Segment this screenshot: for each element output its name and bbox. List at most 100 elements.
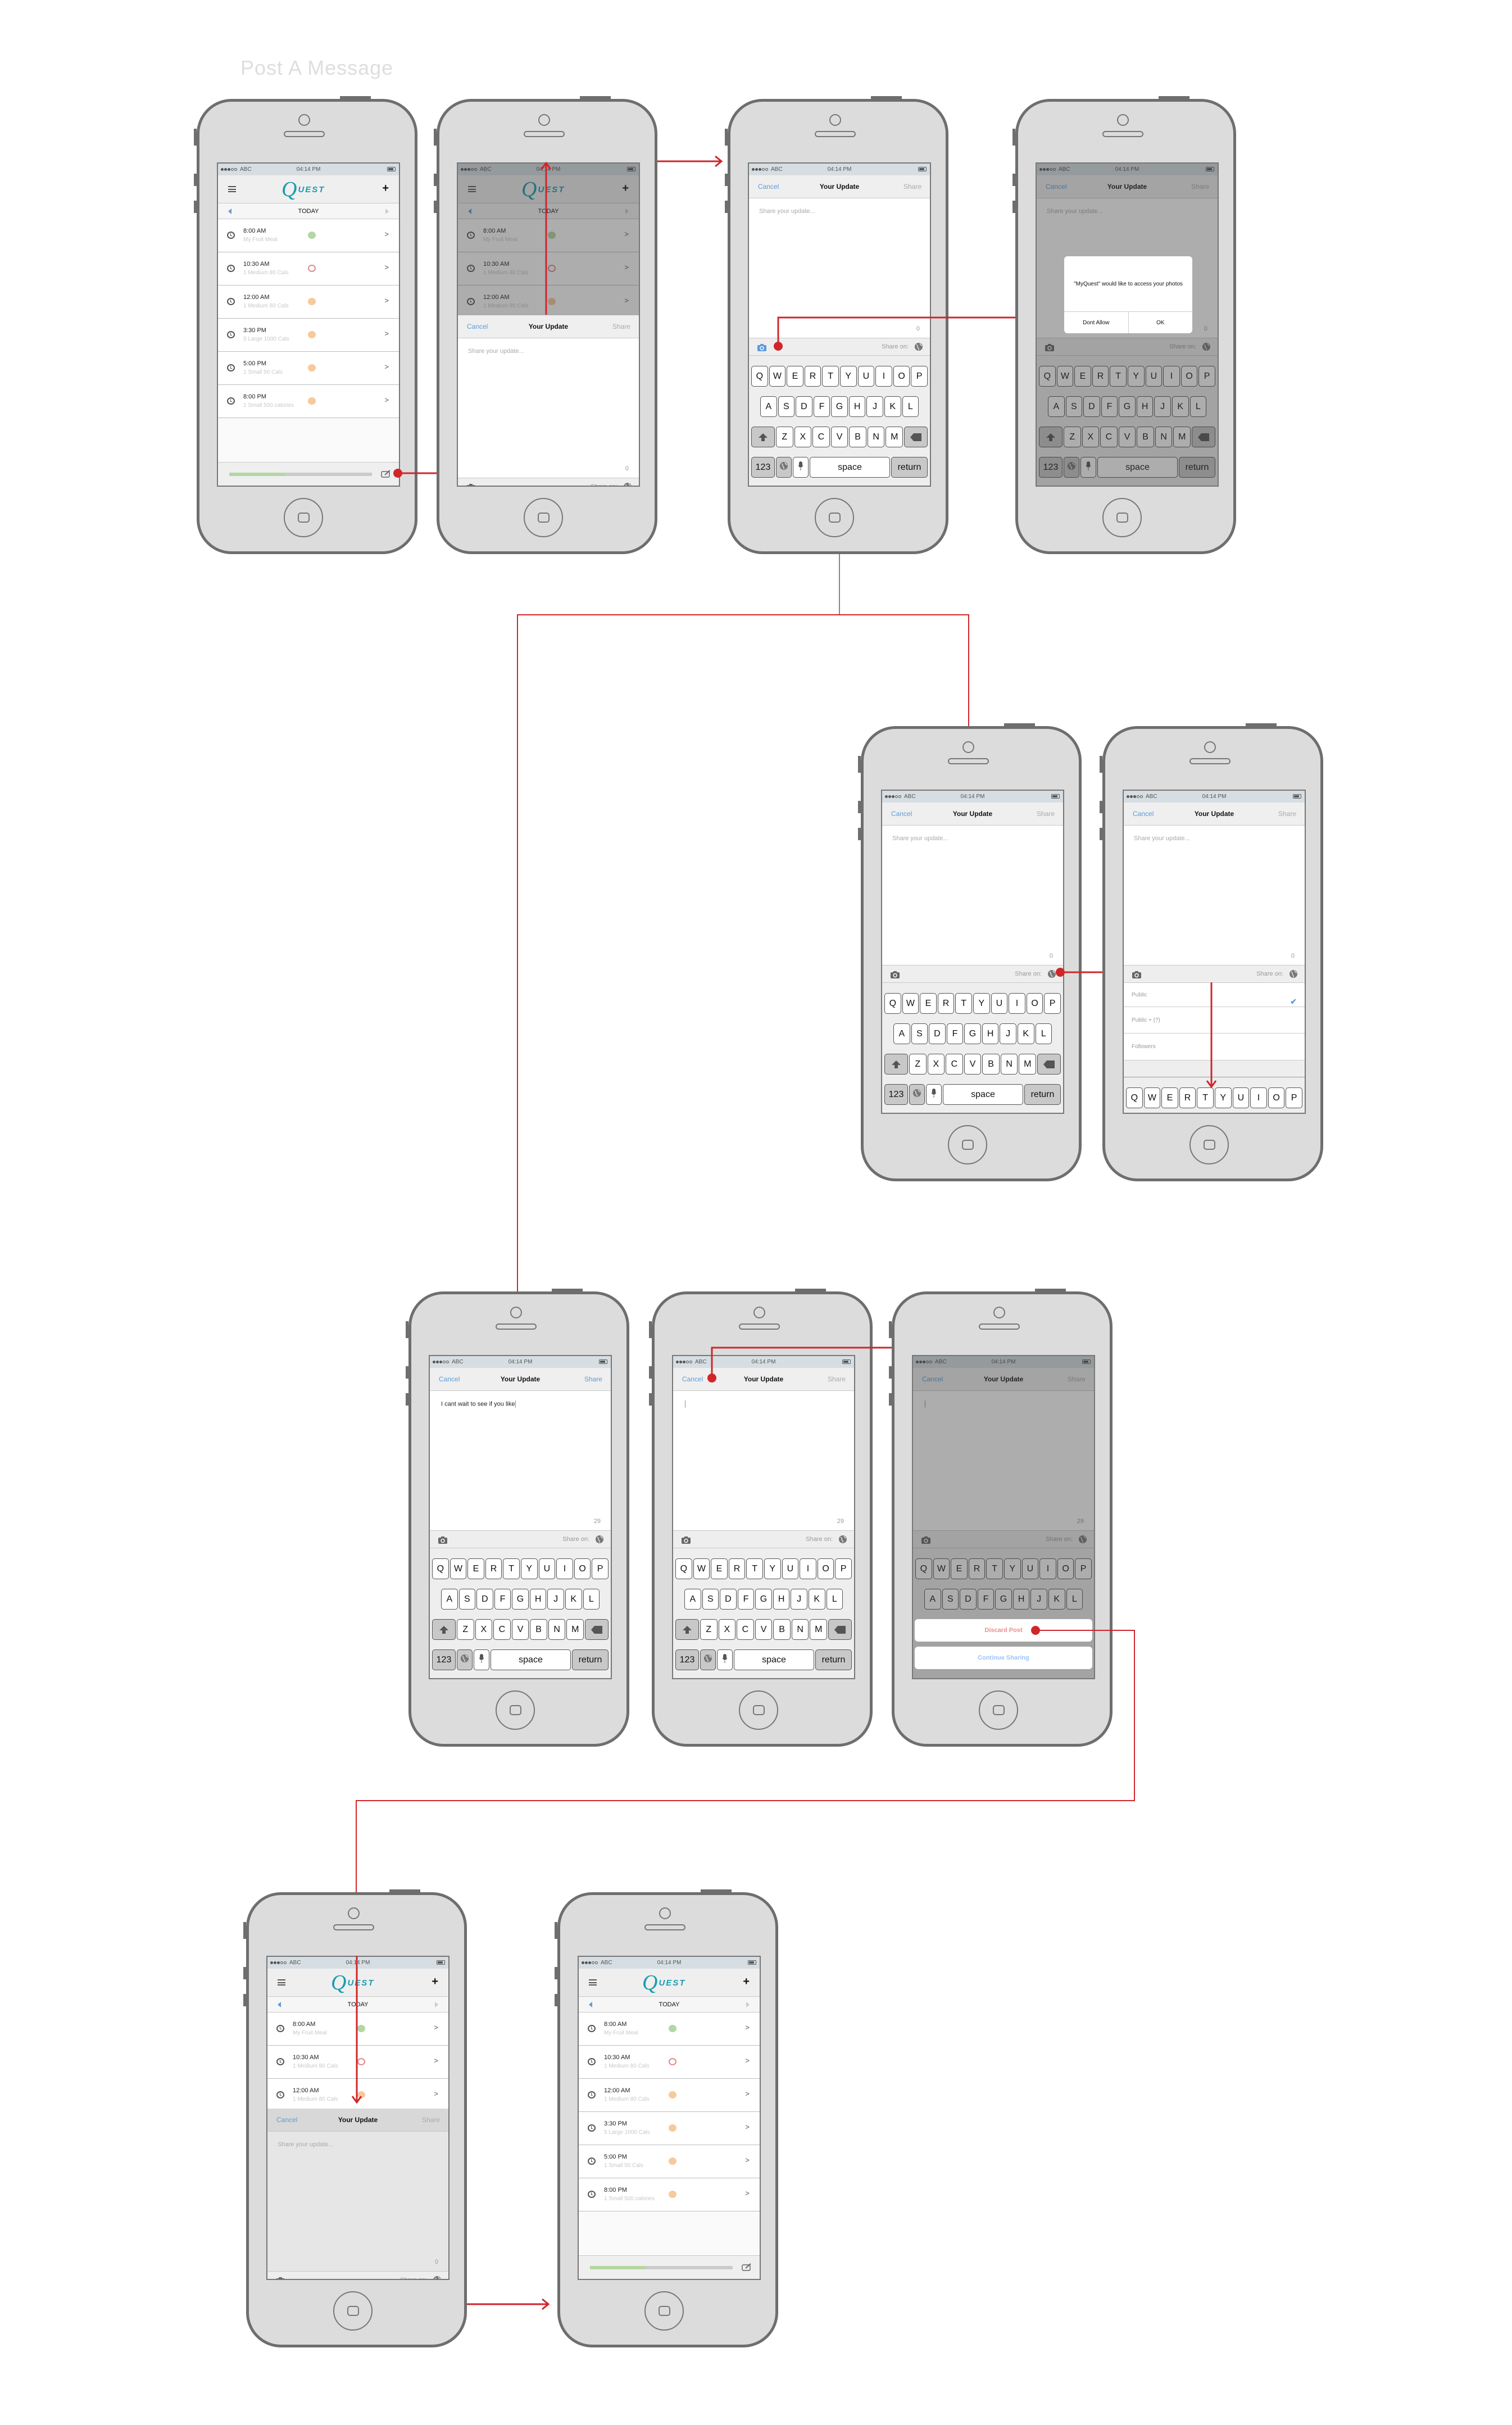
update-text-area[interactable]: Share your update...0 [458,338,639,478]
key-j[interactable]: J [866,396,883,417]
key-a[interactable]: A [924,1589,941,1610]
home-button[interactable] [1102,498,1142,537]
key-u[interactable]: U [991,993,1008,1014]
cancel-button[interactable]: Cancel [891,810,912,818]
key-d[interactable]: D [1083,396,1100,417]
cancel-button[interactable]: Cancel [922,1375,943,1383]
key-w[interactable]: W [1056,366,1074,387]
microphone-key[interactable] [1080,457,1096,478]
key-d[interactable]: D [720,1589,737,1610]
key-v[interactable]: V [755,1619,773,1640]
key-h[interactable]: H [1136,396,1154,417]
key-b[interactable]: B [982,1054,1000,1075]
key-w[interactable]: W [769,366,786,387]
key-a[interactable]: A [893,1023,910,1044]
add-icon[interactable]: + [622,182,629,194]
key-i[interactable]: I [1250,1087,1267,1108]
key-f[interactable]: F [737,1589,755,1610]
key-w[interactable]: W [1143,1087,1161,1108]
key-e[interactable]: E [951,1558,968,1579]
key-n[interactable]: N [867,427,885,447]
key-s[interactable]: S [458,1589,476,1610]
key-m[interactable]: M [886,427,903,447]
key-d[interactable]: D [960,1589,977,1610]
key-f[interactable]: F [494,1589,511,1610]
update-text-area[interactable]: 29 [673,1391,854,1530]
ok-button[interactable]: OK [1156,319,1165,326]
camera-icon[interactable] [438,1536,447,1545]
home-button[interactable] [739,1690,778,1730]
key-m[interactable]: M [1019,1054,1037,1075]
key-g[interactable]: G [1119,396,1136,417]
key-l[interactable]: L [583,1589,600,1610]
share-button[interactable]: Share [612,323,630,330]
key-i[interactable]: I [556,1558,573,1579]
key-o[interactable]: O [1268,1087,1285,1108]
hamburger-menu-icon[interactable] [468,186,476,192]
key-j[interactable]: J [1030,1589,1047,1610]
key-e[interactable]: E [711,1558,728,1579]
home-button[interactable] [815,498,854,537]
camera-icon[interactable] [1132,971,1141,980]
key-i[interactable]: I [1039,1558,1056,1579]
key-y[interactable]: Y [764,1558,781,1579]
cancel-button[interactable]: Cancel [758,183,779,191]
camera-icon[interactable] [276,2277,285,2279]
key-c[interactable]: C [493,1619,511,1640]
globe-icon[interactable] [433,2276,442,2279]
next-day-icon[interactable] [435,2002,438,2007]
share-button[interactable]: Share [903,183,921,191]
key-a[interactable]: A [684,1589,701,1610]
key-n[interactable]: N [1000,1054,1018,1075]
key-z[interactable]: Z [909,1054,927,1075]
share-button[interactable]: Share [1278,810,1296,818]
key-k[interactable]: K [1017,1023,1034,1044]
globe-icon[interactable] [1202,342,1211,353]
key-w[interactable]: W [933,1558,950,1579]
discard-post-button[interactable]: Discard Post [915,1619,1092,1642]
key-k[interactable]: K [884,396,901,417]
key-n[interactable]: N [791,1619,809,1640]
key-i[interactable]: I [875,366,892,387]
hamburger-menu-icon[interactable] [228,186,236,192]
globe-icon[interactable] [838,1535,847,1545]
key-v[interactable]: V [830,427,848,447]
key-c[interactable]: C [737,1619,754,1640]
cancel-button[interactable]: Cancel [1133,810,1154,818]
key-x[interactable]: X [794,427,812,447]
key-j[interactable]: J [547,1589,564,1610]
key-f[interactable]: F [813,396,830,417]
key-i[interactable]: I [800,1558,816,1579]
camera-icon[interactable] [1045,343,1054,353]
key-q[interactable]: Q [884,993,901,1014]
numbers-key[interactable]: 123 [432,1649,456,1670]
key-v[interactable]: V [964,1054,982,1075]
key-r[interactable]: R [968,1558,986,1579]
space-key[interactable]: space [810,457,890,478]
key-p[interactable]: P [1075,1558,1092,1579]
key-i[interactable]: I [1009,993,1025,1014]
share-button[interactable]: Share [1067,1375,1086,1383]
space-key[interactable]: space [943,1084,1023,1105]
hamburger-menu-icon[interactable] [589,1979,597,1986]
key-g[interactable]: G [995,1589,1012,1610]
key-w[interactable]: W [449,1558,467,1579]
key-r[interactable]: R [728,1558,746,1579]
backspace-key[interactable] [904,427,928,447]
space-key[interactable]: space [1097,457,1178,478]
backspace-key[interactable] [1037,1054,1061,1075]
shift-key[interactable] [1039,427,1063,447]
update-text-area[interactable]: Share your update...0 [1124,826,1305,965]
key-a[interactable]: A [760,396,777,417]
key-f[interactable]: F [946,1023,964,1044]
key-t[interactable]: T [746,1558,763,1579]
camera-icon[interactable] [682,1536,691,1545]
key-k[interactable]: K [1048,1589,1065,1610]
key-s[interactable]: S [911,1023,928,1044]
globe-key[interactable] [909,1084,925,1105]
